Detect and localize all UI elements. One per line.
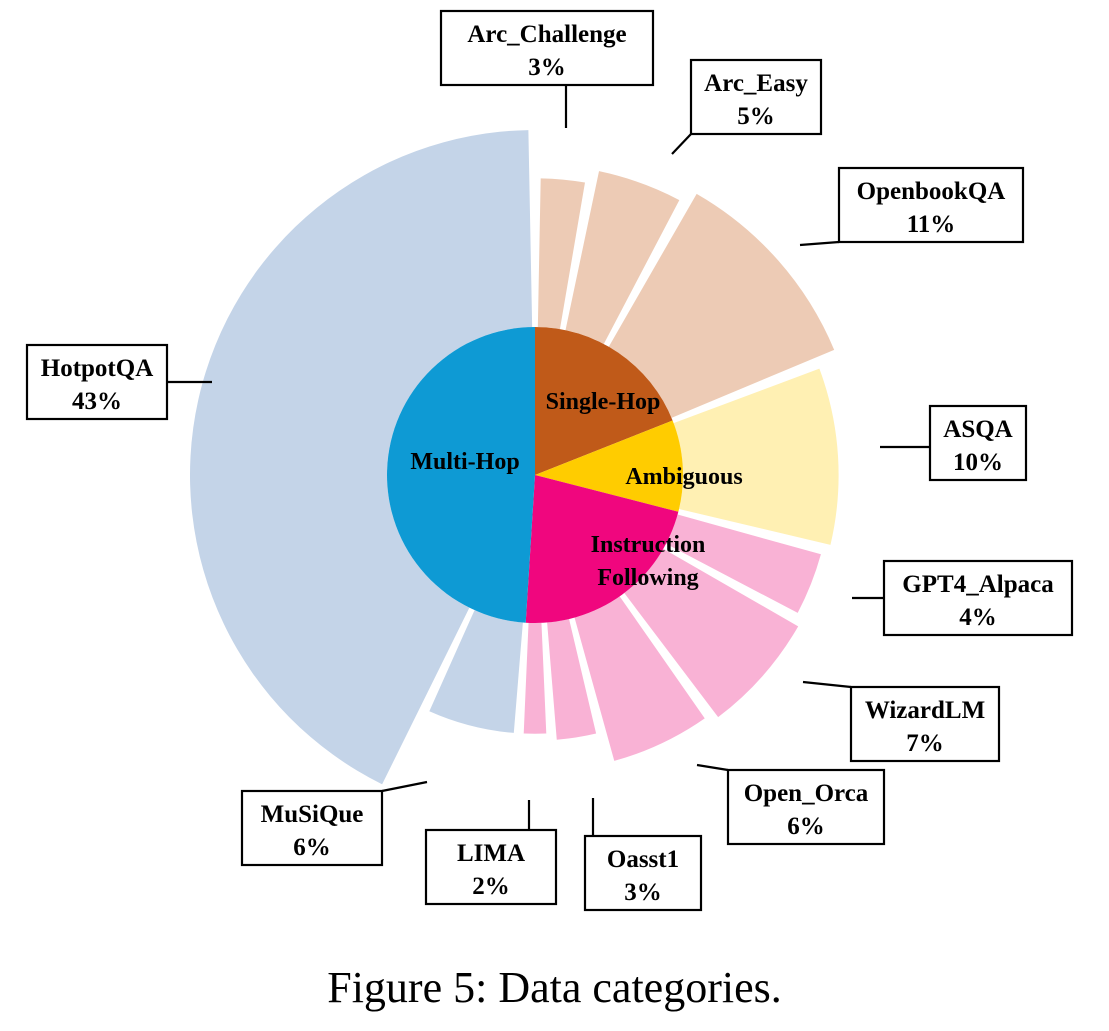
label-box-lima: LIMA 2% [424, 828, 558, 906]
label-box-gpt4-alpaca: GPT4_Alpaca 4% [882, 559, 1074, 637]
dataset-percent: 10% [953, 449, 1003, 476]
dataset-name: GPT4_Alpaca [902, 571, 1054, 598]
label-box-oasst1: Oasst1 3% [583, 834, 703, 912]
inner-pie [387, 327, 683, 623]
label-box-frame [689, 58, 823, 136]
outer-slice-hotpotqa [189, 130, 533, 785]
dataset-percent: 6% [293, 834, 331, 861]
donut-chart: Arc_Challenge 3% Arc_Easy 5% OpenbookQA 11% AS… [25, 9, 1074, 912]
inner-slice-instruction-following [525, 475, 679, 623]
label-box-frame [424, 828, 558, 906]
leader-lines [167, 85, 930, 836]
category-label-single-hop: Single-Hop [546, 389, 661, 415]
label-box-frame [849, 685, 1001, 763]
leader-open-orca [696, 763, 729, 772]
label-box-frame [25, 343, 169, 421]
outer-slice-open-orca [574, 596, 705, 761]
dataset-percent: 3% [528, 54, 566, 81]
dataset-name: WizardLM [865, 697, 985, 724]
dataset-labels: Arc_Challenge 3% Arc_Easy 5% OpenbookQA 11% AS… [25, 9, 1074, 912]
dataset-name: HotpotQA [41, 355, 154, 382]
dataset-name: MuSiQue [261, 801, 364, 828]
inner-slice-ambiguous [535, 420, 683, 512]
label-box-open-orca: Open_Orca 6% [726, 768, 886, 846]
dataset-name: Oasst1 [607, 846, 679, 873]
outer-slice-arc-challenge [537, 178, 585, 330]
dataset-name: OpenbookQA [857, 178, 1006, 205]
dataset-name: Arc_Challenge [467, 21, 626, 48]
dataset-name: Open_Orca [744, 780, 869, 807]
leader-wizardlm [802, 680, 852, 689]
label-box-frame [726, 768, 886, 846]
dataset-percent: 6% [787, 813, 825, 840]
outer-slice-arc-easy [565, 171, 680, 344]
outer-slice-musique [429, 610, 523, 733]
label-box-arc-easy: Arc_Easy 5% [689, 58, 823, 136]
label-box-arc-challenge: Arc_Challenge 3% [439, 9, 655, 87]
inner-slice-single-hop [535, 327, 673, 475]
dataset-percent: 7% [906, 730, 944, 757]
dataset-percent: 4% [959, 604, 997, 631]
label-box-frame [882, 559, 1074, 637]
outer-slice-lima [523, 622, 547, 734]
outer-ring [189, 130, 839, 785]
leader-arc-easy [671, 133, 692, 155]
outer-slice-asqa [673, 368, 839, 545]
leader-openbookqa [799, 240, 840, 247]
label-box-frame [240, 789, 384, 867]
dataset-percent: 2% [472, 873, 510, 900]
label-box-frame [439, 9, 655, 87]
dataset-name: LIMA [457, 840, 525, 867]
leader-musique [381, 780, 428, 793]
label-box-asqa: ASQA 10% [928, 404, 1028, 482]
outer-slice-oasst1 [547, 619, 597, 740]
figure-caption: Figure 5: Data categories. [327, 963, 782, 1012]
label-box-frame [928, 404, 1028, 482]
label-box-frame [583, 834, 703, 912]
dataset-percent: 43% [72, 388, 122, 415]
label-box-hotpotqa: HotpotQA 43% [25, 343, 169, 421]
inner-slice-multi-hop [387, 327, 535, 623]
category-label-multi-hop: Multi-Hop [410, 449, 519, 475]
label-box-frame [837, 166, 1025, 244]
category-label-ambiguous: Ambiguous [625, 464, 742, 490]
label-box-musique: MuSiQue 6% [240, 789, 384, 867]
dataset-percent: 5% [737, 103, 775, 130]
dataset-percent: 3% [624, 879, 662, 906]
outer-slice-wizardlm [624, 548, 799, 718]
dataset-percent: 11% [907, 211, 956, 238]
outer-slice-gpt4-alpaca [666, 514, 821, 613]
label-box-openbookqa: OpenbookQA 11% [837, 166, 1025, 244]
outer-slice-openbookqa [608, 193, 835, 418]
dataset-name: Arc_Easy [704, 70, 808, 97]
dataset-name: ASQA [943, 416, 1012, 443]
label-box-wizardlm: WizardLM 7% [849, 685, 1001, 763]
